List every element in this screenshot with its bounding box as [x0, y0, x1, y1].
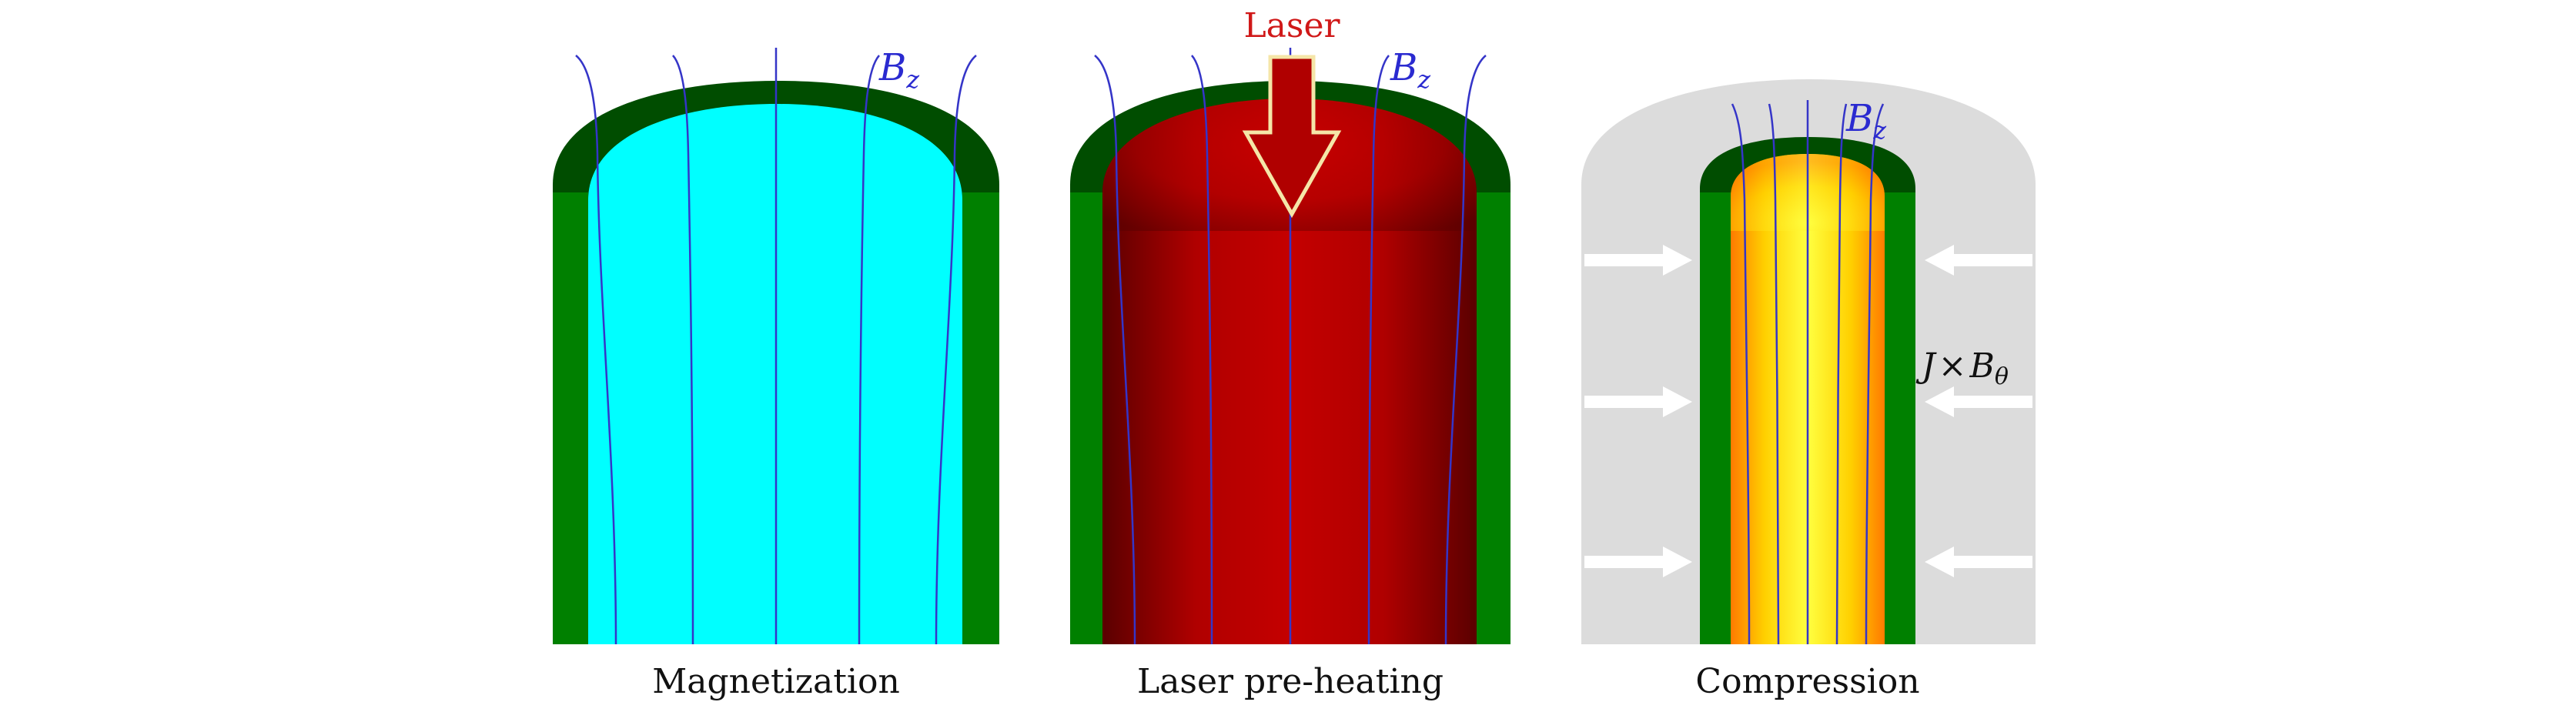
liner-wall-left: [553, 192, 588, 644]
field-line: [858, 55, 880, 645]
laser-label: Laser: [1243, 6, 1340, 45]
arrow-right-icon: [1584, 245, 1692, 276]
field-line: [1444, 55, 1487, 645]
field-label: Bz: [1845, 97, 1887, 145]
compression-arrows: [1584, 245, 2032, 577]
magnetic-field-lines: [575, 48, 977, 645]
field-line: [1191, 55, 1213, 645]
panel-caption: Magnetization: [652, 662, 900, 701]
panel-magnetization: Bz Magnetization: [553, 46, 999, 701]
field-label: Bz: [1390, 46, 1431, 94]
field-line: [1094, 55, 1136, 645]
field-line: [1835, 103, 1848, 645]
panel-caption: Compression: [1695, 662, 1919, 701]
liner-wall-right: [962, 192, 999, 644]
field-line: [935, 55, 977, 645]
field-line: [575, 55, 617, 645]
field-line: [672, 55, 694, 645]
liner-wall-right: [1885, 192, 1915, 644]
field-label: Bz: [878, 46, 920, 94]
panel-compression: Bz J×Bθ Compression: [1581, 79, 2036, 701]
liner-wall-left: [1070, 192, 1102, 644]
liner-wall-right: [1477, 192, 1510, 644]
field-line: [1367, 55, 1390, 645]
liner-wall-left: [1700, 192, 1731, 644]
field-line: [1731, 103, 1751, 645]
field-line: [1865, 103, 1885, 645]
arrow-right-icon: [1584, 547, 1692, 577]
arrow-right-icon: [1584, 386, 1692, 417]
arrow-left-icon: [1925, 547, 2032, 577]
panel-laser-preheating: Laser Bz Laser pre-heating: [1070, 6, 1510, 701]
magnetic-field-lines: [1731, 100, 1885, 645]
panel-caption: Laser pre-heating: [1137, 662, 1444, 701]
laser-arrow: [1242, 55, 1342, 219]
force-label: J×Bθ: [1915, 346, 2009, 390]
field-line: [1768, 103, 1780, 645]
arrow-left-icon: [1925, 386, 2032, 417]
arrow-left-icon: [1925, 245, 2032, 276]
